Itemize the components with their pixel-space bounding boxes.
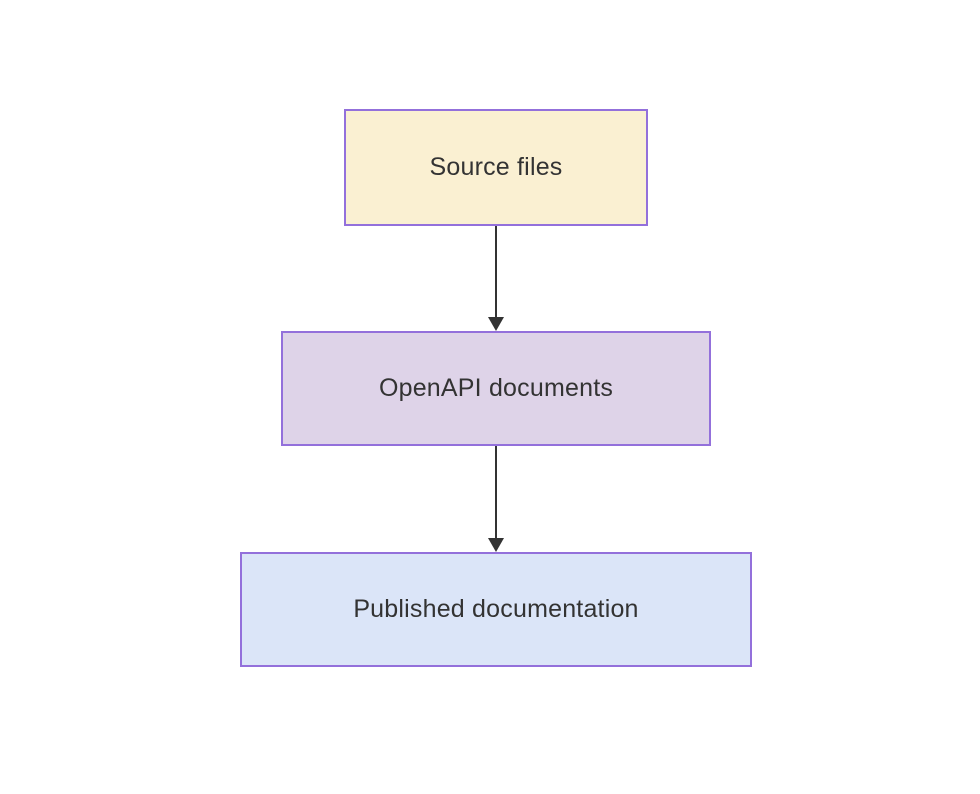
node-published-documentation-label: Published documentation: [353, 595, 639, 623]
node-openapi-documents-label: OpenAPI documents: [378, 374, 614, 402]
node-source-files-label: Source files: [429, 153, 563, 181]
node-published-documentation: Published documentation: [240, 552, 752, 667]
arrow-source-to-openapi-line: [495, 226, 497, 318]
node-openapi-documents: OpenAPI documents: [281, 331, 711, 446]
node-source-files: Source files: [344, 109, 648, 226]
arrow-openapi-to-published-line: [495, 446, 497, 538]
arrow-source-to-openapi-head-icon: [488, 317, 504, 331]
arrow-openapi-to-published-head-icon: [488, 538, 504, 552]
